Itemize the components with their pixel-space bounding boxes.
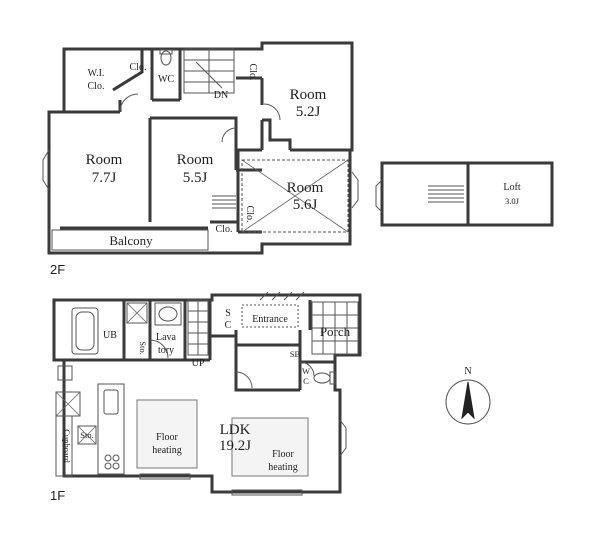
stairs-up-label: UP: [192, 358, 205, 369]
stairs-down-label: DN: [214, 90, 228, 101]
balcony-label: Balcony: [109, 233, 153, 248]
window-south-1f-b: [231, 489, 303, 496]
closet-label-3: Clo.: [216, 224, 233, 235]
loft-size: 3.0J: [505, 196, 520, 206]
toilet-1f: [313, 371, 336, 385]
entrance-label: Entrance: [252, 314, 288, 325]
room-5-5-name: Room: [177, 152, 214, 168]
floor-2f-tag: 2F: [50, 262, 65, 277]
compass-north-label: N: [464, 366, 471, 377]
door-swing-1f-lav: [149, 339, 169, 359]
first-floor-plan: UB Lava tory Sto. UP S C Entrance Porch …: [50, 291, 362, 503]
sc-label-2: C: [225, 320, 232, 331]
room-5-5-size: 5.5J: [183, 170, 208, 186]
door-swing-1f-hall: [235, 371, 253, 389]
closet-label-4: Clo.: [244, 206, 255, 223]
door-swing-5-2: [263, 103, 281, 121]
wic-label-2: Clo.: [88, 81, 105, 92]
porch-label: Porch: [320, 324, 351, 339]
closet-label-2: Clo.: [247, 64, 258, 81]
stairs-1f: [187, 299, 209, 356]
room-7-7-name: Room: [86, 152, 123, 168]
stairs-2f: [183, 48, 235, 94]
loft-plan: Loft 3.0J: [375, 161, 554, 227]
floor-1f-tag: 1F: [50, 488, 65, 503]
window-east-1f: [339, 419, 347, 457]
floor-heating-zone-2: [231, 417, 309, 477]
room-5-6-size: 5.6J: [293, 197, 318, 213]
ldk-size: 19.2J: [219, 438, 251, 454]
lavatory-label-2: tory: [158, 345, 174, 356]
porch-tiles: [311, 301, 359, 355]
wc-label-1f-2: C: [303, 376, 309, 386]
sc-label-1: S: [225, 308, 231, 319]
closet-label-1: Clo.: [130, 62, 147, 73]
stair-marks-2f: [212, 195, 236, 209]
room-5-6-name: Room: [287, 180, 324, 196]
north-arrow-icon: [461, 381, 475, 420]
window-west-2f: [42, 149, 50, 191]
door-swing-5-5: [221, 127, 237, 143]
lavatory-fixtures: [126, 302, 182, 326]
wc-label-1f-1: W: [302, 366, 310, 376]
sto-label-kitchen: Sto.: [80, 430, 93, 440]
ldk-name: LDK: [220, 422, 251, 438]
room-5-2-name: Room: [290, 87, 327, 103]
loft-window: [375, 179, 383, 213]
door-swing-7-7: [119, 93, 139, 113]
sb-label: SB: [290, 349, 301, 359]
floor-heating-2-line2: heating: [268, 462, 297, 473]
floor-heating-1-line1: Floor: [156, 432, 178, 443]
void-cross: [241, 159, 349, 233]
entrance-marks: [241, 291, 305, 328]
balcony-rail: [51, 229, 209, 251]
kitchen: [55, 365, 125, 477]
cupboard-label: Cupboard: [62, 429, 72, 463]
ub-label: UB: [103, 330, 117, 341]
toilet-2f: [160, 50, 172, 66]
first-floor-inner-walls: [64, 300, 335, 392]
second-floor-plan: W.I. Clo. Clo. WC DN Clo. Room 7.7J Room…: [42, 41, 359, 277]
second-floor-outer-wall: [47, 41, 354, 255]
loft-stairs: [428, 185, 464, 203]
lavatory-label-1: Lava: [156, 332, 177, 343]
room-5-2-size: 5.2J: [296, 104, 321, 120]
sto-label-lav: Sto.: [138, 341, 148, 354]
floor-heating-2-line1: Floor: [272, 449, 294, 460]
wic-label-1: W.I.: [88, 68, 105, 79]
door-swing-1f-wc: [299, 361, 315, 377]
wc-label-2f: WC: [158, 74, 174, 85]
loft-name: Loft: [503, 182, 520, 193]
first-floor-outer-wall: [52, 293, 362, 494]
window-south-1f-a: [139, 473, 191, 480]
floor-heating-1-line2: heating: [152, 445, 181, 456]
floor-heating-zone-1: [136, 399, 198, 469]
window-east-2f: [351, 171, 359, 209]
compass: N: [445, 366, 491, 425]
room-7-7-size: 7.7J: [92, 170, 117, 186]
unit-bath: [71, 307, 99, 355]
